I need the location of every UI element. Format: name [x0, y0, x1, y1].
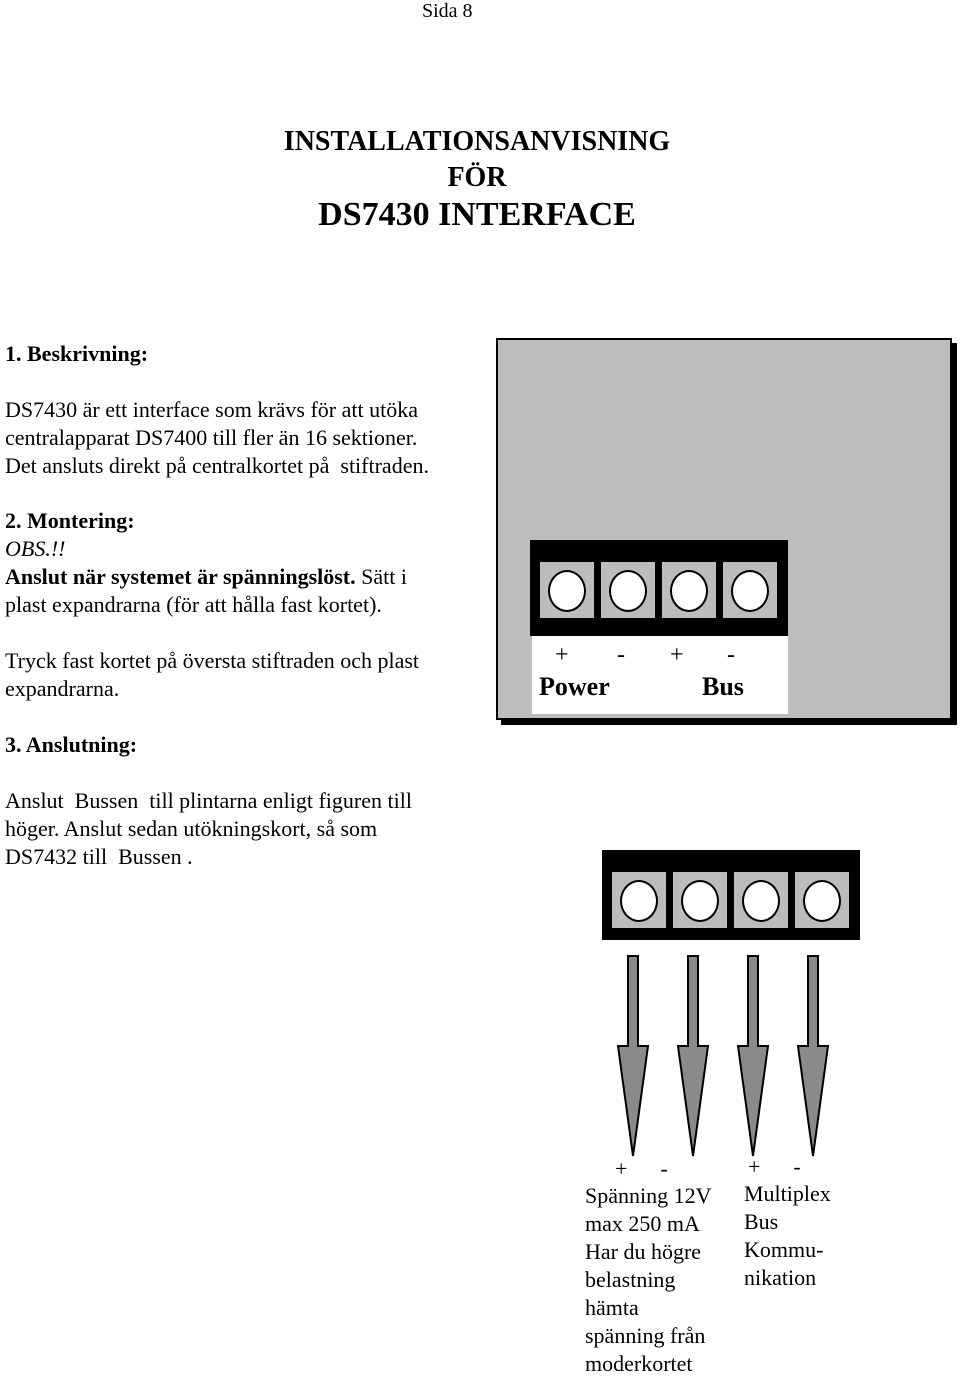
power-terminal-symbols: + -: [615, 1156, 668, 1181]
arrow-3: [736, 955, 770, 1157]
title-line-1: INSTALLATIONSANVISNING: [283, 126, 671, 157]
terminal-1: [540, 562, 594, 618]
power-description: Spänning 12V max 250 mA Har du högre bel…: [585, 1183, 712, 1376]
title-line-2: FÖR: [447, 162, 507, 193]
warning-bold: Anslut när systemet är spänningslöst.: [5, 564, 356, 589]
bus-description: Multiplex Bus Kommu- nikation: [744, 1181, 831, 1290]
section-2-text2: Tryck fast kortet på översta stiftraden …: [5, 648, 420, 701]
section-3-text: Anslut Bussen till plintarna enligt figu…: [5, 788, 412, 869]
power-label: Power: [539, 672, 610, 701]
warning-rest: Sätt i: [355, 564, 407, 589]
title-line-3: DS7430 INTERFACE: [318, 196, 636, 233]
bus-label: Bus: [702, 672, 744, 701]
bus-terminal-symbols: + -: [748, 1154, 801, 1179]
terminal-label-panel: [532, 636, 788, 714]
wire-arrows: [616, 955, 830, 1157]
terminal-2-1: [612, 872, 666, 928]
terminal-3: [662, 562, 716, 618]
terminal-symbol-2: -: [617, 642, 625, 668]
arrow-2: [676, 955, 710, 1157]
terminal-symbol-3: +: [670, 642, 684, 668]
terminal-2-3: [734, 872, 788, 928]
section-2-line2: plast expandrarna (för att hålla fast ko…: [5, 592, 382, 617]
terminal-2: [601, 562, 655, 618]
terminal-symbol-4: -: [727, 642, 735, 668]
terminal-2-4: [795, 872, 849, 928]
section-1-text: DS7430 är ett interface som krävs för at…: [5, 397, 429, 478]
section-2-heading: 2. Montering:: [5, 508, 135, 533]
arrow-1: [616, 955, 650, 1157]
arrow-4: [796, 955, 830, 1157]
terminal-block-2: [602, 850, 860, 940]
terminal-4: [723, 562, 777, 618]
warning-line: Anslut när systemet är spänningslöst. Sä…: [5, 563, 407, 591]
terminal-2-2: [673, 872, 727, 928]
terminal-block-1: [530, 540, 788, 636]
page-number: Sida 8: [422, 0, 473, 22]
obs-note: OBS.!!: [5, 536, 66, 561]
section-3-heading: 3. Anslutning:: [5, 732, 138, 757]
terminal-symbol-1: +: [555, 642, 569, 668]
section-1-heading: 1. Beskrivning:: [5, 341, 149, 366]
